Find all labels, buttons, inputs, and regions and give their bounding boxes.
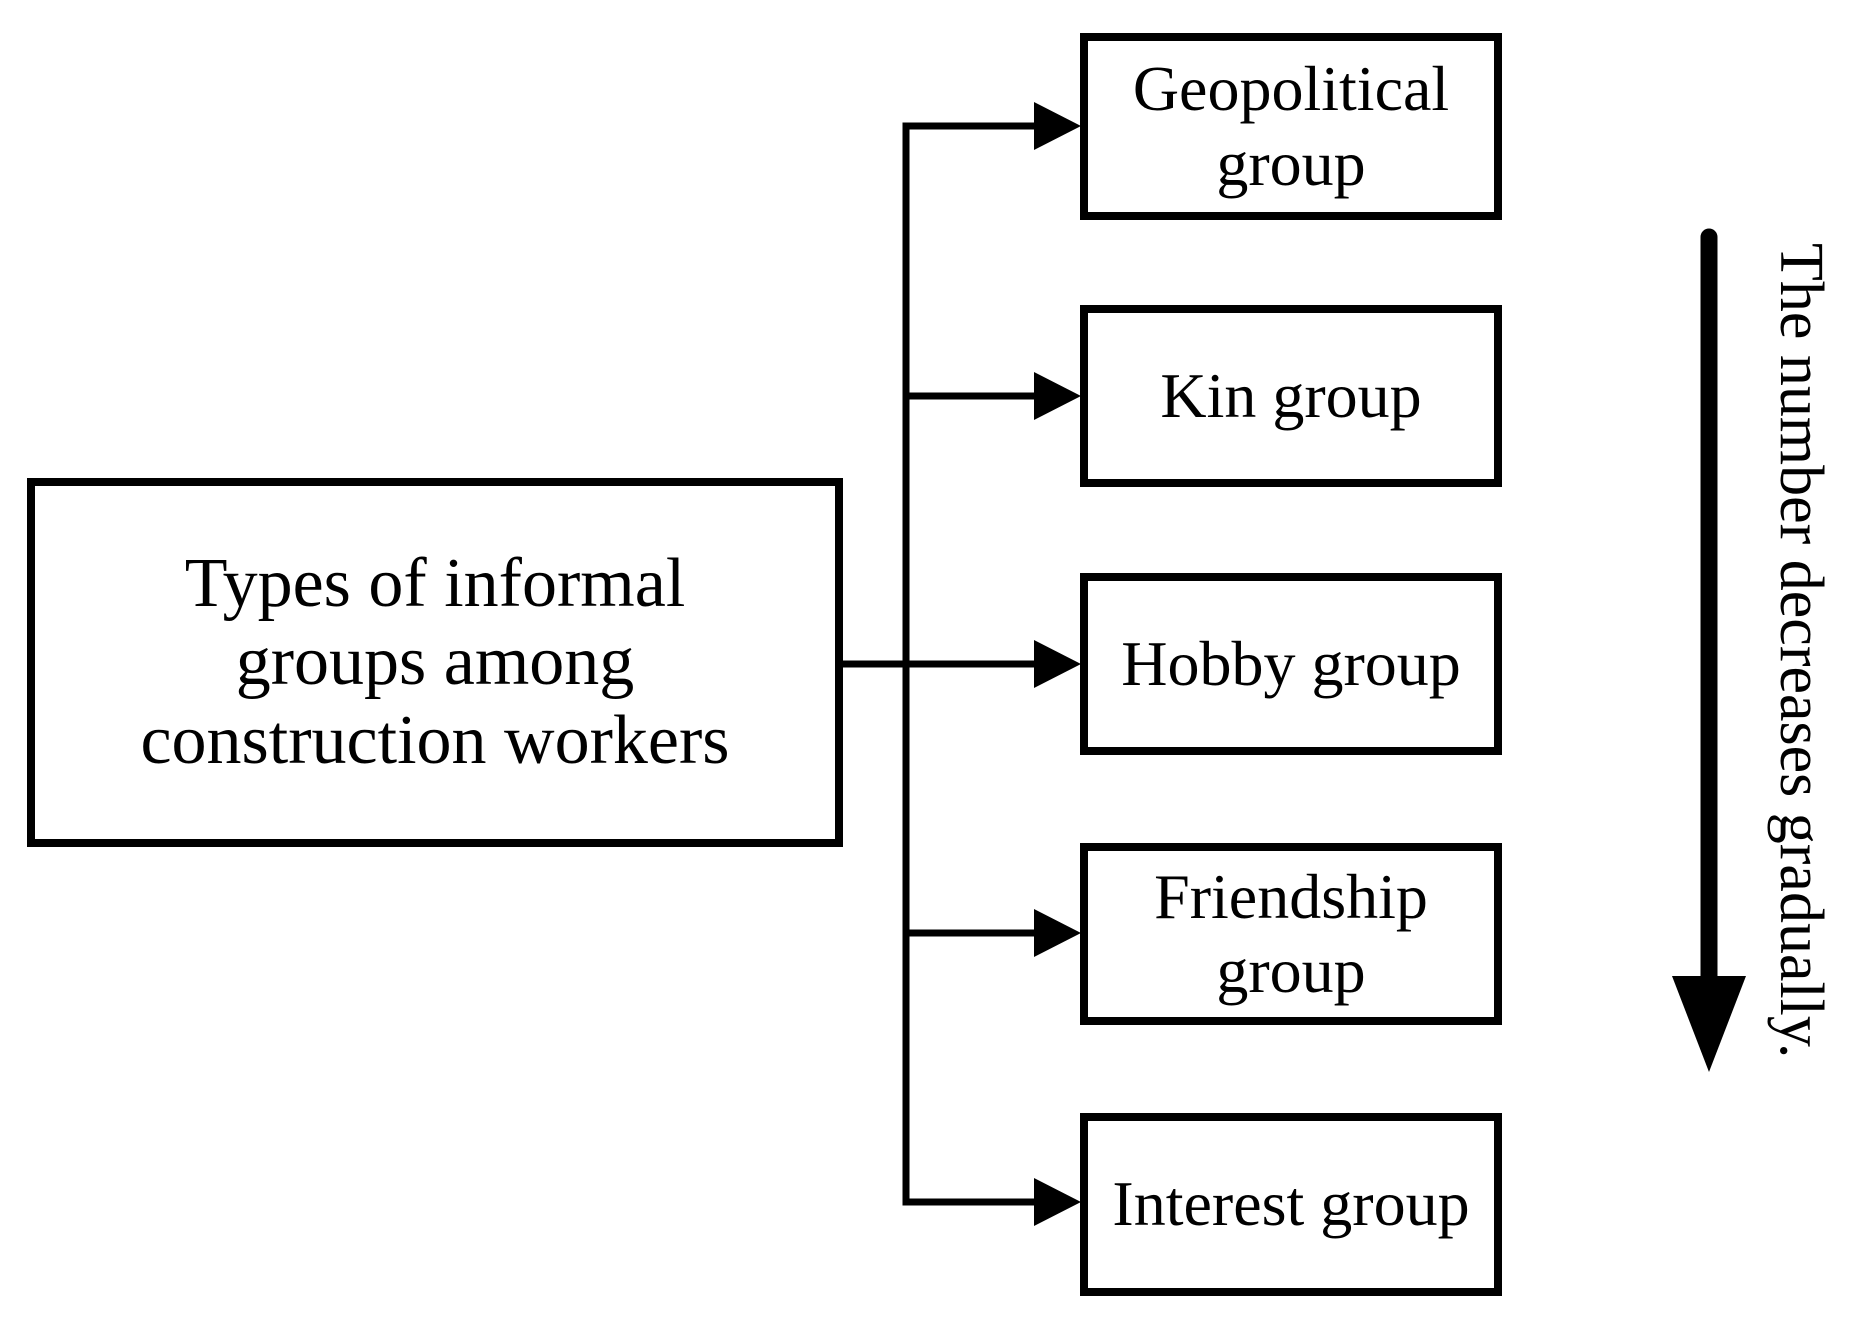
box-interest-group: Interest group bbox=[1080, 1113, 1502, 1296]
box-label-line: Geopolitical bbox=[1132, 53, 1450, 125]
box-label: Kin group bbox=[1160, 359, 1421, 433]
box-label-line: group bbox=[1216, 935, 1366, 1006]
box-label: Friendship group bbox=[1154, 860, 1428, 1008]
box-kin-group: Kin group bbox=[1080, 305, 1502, 487]
box-label-line: Friendship bbox=[1154, 860, 1428, 932]
arrowhead-icon-5 bbox=[1034, 1178, 1081, 1226]
root-box-types-of-informal-groups: Types of informal groups among construct… bbox=[27, 478, 843, 847]
box-hobby-group: Hobby group bbox=[1080, 573, 1502, 755]
root-box-label-line: Types of informal bbox=[184, 544, 686, 622]
box-label: Geopolitical group bbox=[1133, 52, 1449, 200]
decreasing-down-arrow-icon bbox=[1672, 228, 1746, 1072]
box-label-line: Hobby group bbox=[1121, 627, 1461, 699]
box-geopolitical-group: Geopolitical group bbox=[1080, 33, 1502, 220]
arrowhead-icon-3 bbox=[1034, 640, 1081, 688]
root-box-label: Types of informal groups among construct… bbox=[140, 545, 729, 780]
root-box-label-line: construction workers bbox=[140, 701, 730, 779]
arrowhead-icon-2 bbox=[1034, 372, 1081, 420]
box-label: Interest group bbox=[1112, 1167, 1469, 1241]
arrow-annotation-label: The number decreases gradually. bbox=[1767, 243, 1835, 1059]
box-label-line: Interest group bbox=[1112, 1168, 1470, 1240]
box-label-line: Kin group bbox=[1160, 359, 1422, 431]
box-friendship-group: Friendship group bbox=[1080, 843, 1502, 1025]
box-label-line: group bbox=[1216, 127, 1366, 199]
arrowhead-icon-1 bbox=[1034, 102, 1081, 150]
box-label: Hobby group bbox=[1121, 627, 1461, 701]
arrowhead-icon-4 bbox=[1034, 909, 1081, 957]
root-box-label-line: groups among bbox=[235, 623, 635, 701]
